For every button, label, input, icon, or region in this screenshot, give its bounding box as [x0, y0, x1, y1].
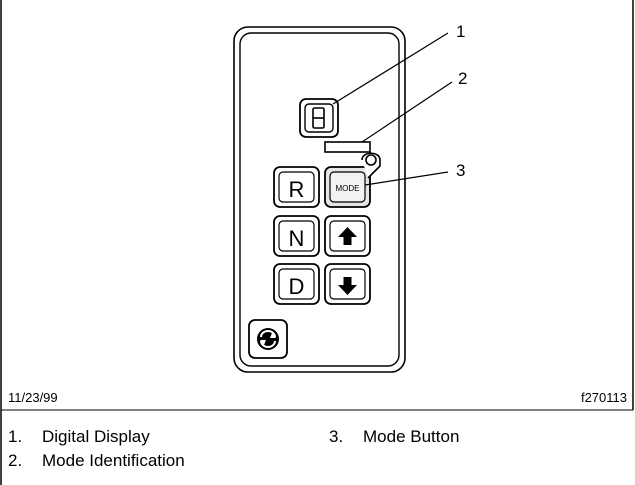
legend-label: Mode Identification	[42, 451, 185, 470]
drive-button-label: D	[289, 274, 305, 299]
legend-item-3: 3. Mode Button	[329, 427, 459, 447]
circular-arrows-icon	[257, 328, 279, 350]
callout-2: 2	[458, 69, 467, 88]
legend-number: 2.	[8, 451, 23, 470]
legend-item-2: 2. Mode Identification	[8, 451, 185, 471]
legend-label: Mode Button	[363, 427, 460, 446]
neutral-button-label: N	[289, 226, 305, 251]
mode-button-label: MODE	[336, 184, 360, 193]
caption-date: 11/23/99	[8, 390, 58, 405]
legend-label: Digital Display	[42, 427, 150, 446]
circular-arrows-badge	[248, 319, 288, 359]
display-digit-glyph	[312, 107, 325, 129]
digital-display	[299, 98, 339, 138]
mode-indicator-light	[361, 152, 381, 179]
reverse-button-label: R	[289, 177, 305, 202]
legend-number: 1.	[8, 427, 23, 446]
legend-item-1: 1. Digital Display	[8, 427, 150, 447]
callout-1: 1	[456, 22, 465, 41]
upshift-button[interactable]	[324, 215, 371, 257]
shift-selector-panel	[233, 26, 406, 373]
callout-3: 3	[456, 161, 465, 180]
caption-figure-id: f270113	[580, 390, 627, 405]
callout-line-1	[332, 32, 449, 105]
reverse-button[interactable]: R	[273, 166, 320, 208]
legend-number: 3.	[329, 427, 344, 446]
callout-line-2	[361, 81, 453, 143]
drive-button[interactable]: D	[273, 263, 320, 305]
mode-button[interactable]: MODE	[324, 166, 371, 208]
mode-identification-bar	[324, 141, 371, 153]
callout-line-3	[364, 171, 449, 186]
neutral-button[interactable]: N	[273, 215, 320, 257]
downshift-button[interactable]	[324, 263, 371, 305]
up-arrow-icon	[338, 227, 357, 245]
down-arrow-icon	[338, 277, 357, 295]
